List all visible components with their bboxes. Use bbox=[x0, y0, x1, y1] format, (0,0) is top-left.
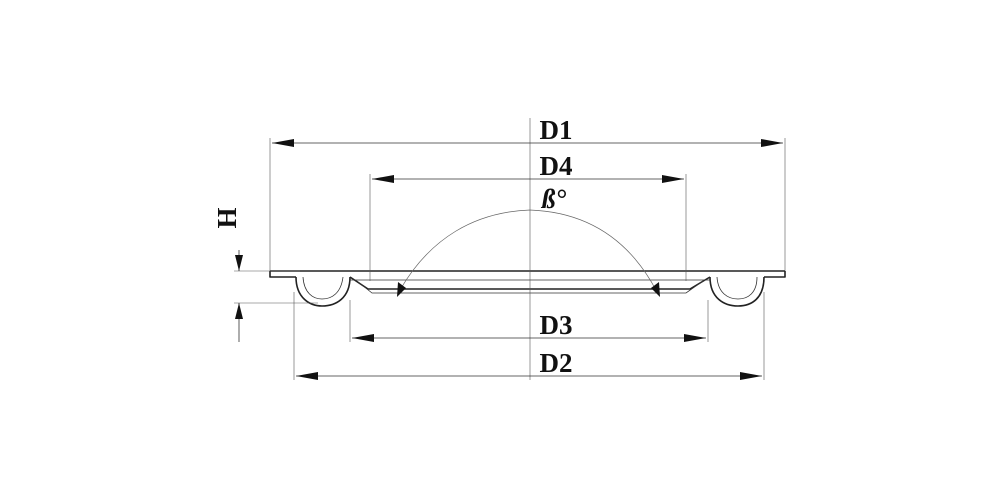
label-d2: D2 bbox=[540, 348, 573, 378]
centre-plate-lower bbox=[356, 280, 704, 294]
label-d3: D3 bbox=[540, 310, 573, 340]
label-d1: D1 bbox=[540, 115, 573, 145]
right-bead-inner bbox=[716, 276, 758, 300]
label-h: H bbox=[212, 207, 242, 228]
angle-indicator bbox=[397, 209, 660, 297]
h-arrow-bottom bbox=[235, 303, 243, 319]
label-d4: D4 bbox=[540, 151, 573, 181]
extension-lines bbox=[234, 118, 786, 380]
label-angle: ß° bbox=[541, 184, 567, 214]
angle-arrow-right bbox=[651, 282, 660, 297]
d2-arrow-left bbox=[296, 372, 318, 380]
dimension-d2 bbox=[296, 372, 762, 380]
angle-arrow-left bbox=[397, 282, 406, 297]
dimension-d3 bbox=[352, 334, 706, 342]
left-flange bbox=[269, 271, 296, 278]
d4-arrow-right bbox=[662, 175, 684, 183]
d3-arrow-right bbox=[684, 334, 706, 342]
right-bead bbox=[709, 276, 765, 307]
dimension-d4 bbox=[372, 175, 684, 183]
h-arrow-top bbox=[235, 255, 243, 271]
d2-arrow-right bbox=[740, 372, 762, 380]
angle-arc bbox=[399, 209, 657, 291]
d1-arrow-right bbox=[761, 139, 783, 147]
left-bead-inner bbox=[302, 276, 344, 300]
dimension-labels: D1 D4 ß° D3 D2 H bbox=[212, 115, 573, 378]
right-flange bbox=[764, 271, 786, 278]
dimension-h bbox=[235, 250, 243, 342]
left-bead bbox=[295, 276, 351, 307]
d1-arrow-left bbox=[272, 139, 294, 147]
d3-arrow-left bbox=[352, 334, 374, 342]
d4-arrow-left bbox=[372, 175, 394, 183]
dimension-d1 bbox=[272, 139, 783, 147]
